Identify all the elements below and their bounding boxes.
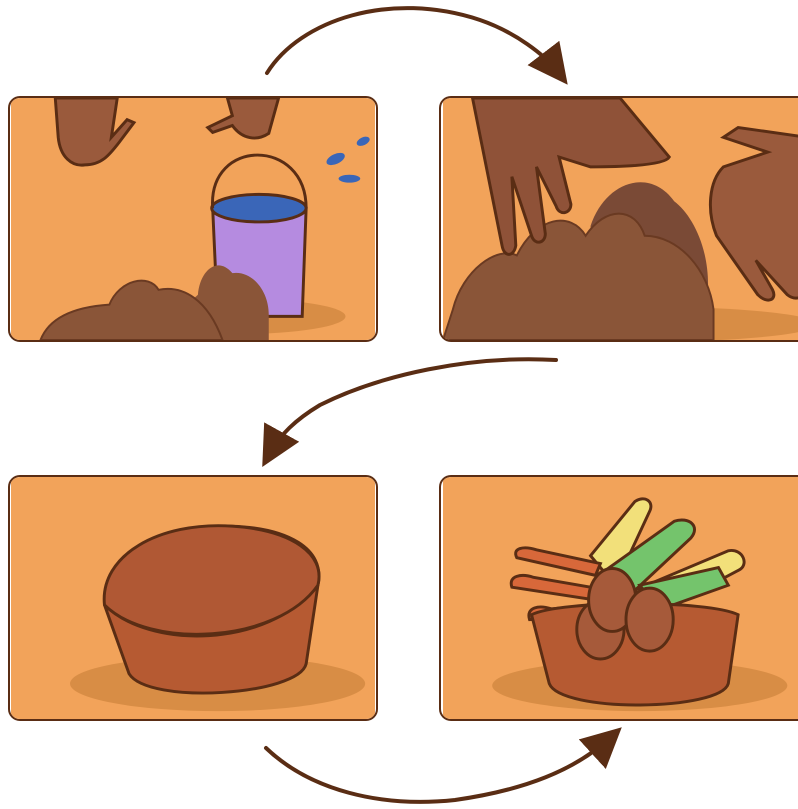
step-3-panel [8, 475, 378, 721]
tending-soil-scene-illustration [441, 98, 798, 340]
curved-arrow-right-icon [267, 8, 558, 73]
step-2-panel [439, 96, 798, 342]
step-4-panel [439, 475, 798, 721]
curved-arrow-down-left-icon [270, 359, 556, 453]
watering-scene-illustration [10, 98, 376, 340]
step-1-panel [8, 96, 378, 342]
empty-basket-illustration [10, 477, 376, 719]
curved-arrow-right-icon-bottom [266, 738, 610, 802]
harvest-basket-illustration [441, 477, 798, 719]
